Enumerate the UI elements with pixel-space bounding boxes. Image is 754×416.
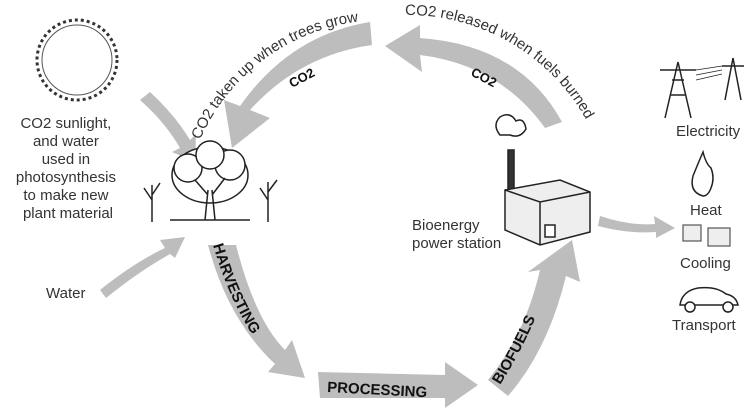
power-station-label: Bioenergy power station xyxy=(412,217,501,252)
arrow-co2-release xyxy=(385,25,562,128)
arrow-co2-uptake xyxy=(224,22,372,148)
arrow-to-outputs xyxy=(598,216,675,238)
cycle-arrows xyxy=(100,22,675,408)
photosynthesis-text: CO2 sunlight, and water used in photosyn… xyxy=(16,115,120,222)
power-station-icon xyxy=(495,114,591,246)
plant-icon xyxy=(143,179,278,222)
arrow-sun-to-tree xyxy=(140,92,196,162)
tree-icon xyxy=(170,140,250,221)
ice-cubes-icon xyxy=(682,224,731,247)
arrow-processing xyxy=(318,362,478,408)
output-heat: Heat xyxy=(690,202,723,219)
arrow-biofuels xyxy=(488,240,580,396)
processing-label: PROCESSING xyxy=(327,379,428,401)
arrow-water xyxy=(100,237,185,298)
arrow-harvesting xyxy=(208,245,305,378)
electricity-pylons-icon xyxy=(660,57,744,119)
output-transport: Transport xyxy=(672,317,736,334)
sun-icon xyxy=(35,18,119,102)
car-icon xyxy=(679,286,739,313)
output-cooling: Cooling xyxy=(680,255,731,272)
output-electricity: Electricity xyxy=(676,123,741,140)
water-label: Water xyxy=(46,285,85,302)
flame-icon xyxy=(691,149,714,197)
